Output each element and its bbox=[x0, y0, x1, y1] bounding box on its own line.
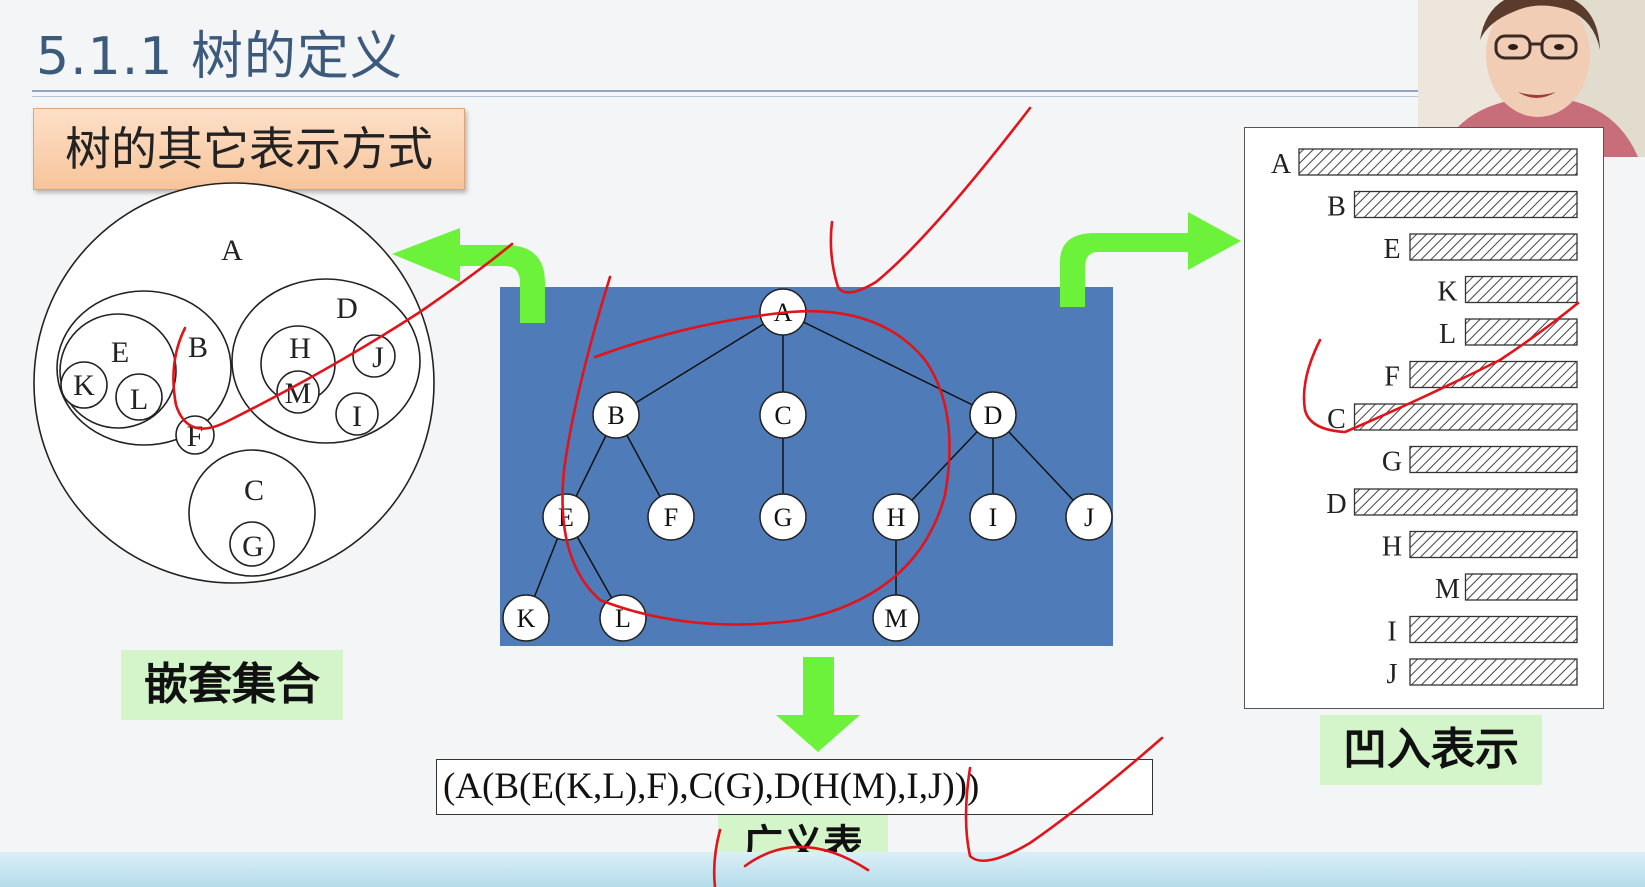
indent-bar bbox=[1409, 233, 1578, 261]
indent-label: K bbox=[1437, 277, 1457, 308]
nested-letter: M bbox=[285, 377, 312, 410]
indent-label: A bbox=[1271, 149, 1292, 180]
tree-node-label: L bbox=[615, 604, 631, 633]
nested-letter: J bbox=[372, 341, 384, 374]
indent-bar bbox=[1353, 403, 1578, 431]
tree-node-label: H bbox=[887, 503, 906, 532]
indent-label: M bbox=[1435, 574, 1460, 605]
tree-node-D bbox=[969, 391, 1017, 439]
tree-node-label: I bbox=[989, 503, 998, 532]
tree-node-label: K bbox=[517, 604, 536, 633]
section-subtitle: 树的其它表示方式 bbox=[33, 108, 465, 190]
tree-node-label: M bbox=[884, 604, 907, 633]
tree-node-J bbox=[1065, 493, 1113, 541]
set-L bbox=[115, 373, 163, 421]
indent-bar bbox=[1353, 190, 1578, 219]
indent-bar bbox=[1353, 488, 1578, 516]
nested-letter: I bbox=[352, 400, 362, 433]
set-G bbox=[229, 521, 275, 567]
tree-node-label: C bbox=[774, 401, 791, 430]
indent-label: G bbox=[1382, 447, 1402, 478]
indent-bar bbox=[1298, 148, 1578, 176]
tree-node-label: A bbox=[774, 298, 793, 327]
indent-bar bbox=[1464, 573, 1578, 601]
tree-node-K bbox=[502, 594, 550, 642]
set-C bbox=[188, 449, 316, 577]
tree-node-label: E bbox=[558, 503, 574, 532]
indent-bar bbox=[1409, 615, 1578, 644]
label-nested-sets: 嵌套集合 bbox=[121, 650, 343, 720]
indent-bar bbox=[1464, 275, 1578, 304]
tree-node-label: D bbox=[984, 401, 1003, 430]
nested-letter: K bbox=[73, 369, 95, 402]
generalized-list: (A(B(E(K,L),F),C(G),D(H(M),I,J))) bbox=[436, 759, 1153, 815]
indentation-diagram: A B E KL F C G D H M IJ bbox=[1271, 148, 1578, 690]
indent-label: B bbox=[1327, 192, 1346, 223]
indent-label: D bbox=[1326, 489, 1346, 520]
indent-label: F bbox=[1384, 362, 1400, 393]
nested-letter: C bbox=[244, 474, 264, 507]
nested-letter: F bbox=[187, 420, 204, 453]
arrow-to-indent-icon bbox=[1060, 212, 1241, 307]
indent-bar bbox=[1409, 658, 1578, 686]
nested-letter: H bbox=[289, 332, 311, 365]
indent-label: L bbox=[1439, 319, 1456, 350]
nested-letter: B bbox=[188, 331, 208, 364]
nested-letter: A bbox=[221, 234, 243, 267]
nested-letter: L bbox=[130, 383, 148, 416]
tree-node-I bbox=[969, 493, 1017, 541]
indent-bar bbox=[1409, 360, 1578, 389]
decorative-footer bbox=[0, 852, 1645, 887]
indent-bar bbox=[1409, 445, 1578, 474]
tree-node-label: F bbox=[664, 503, 678, 532]
tree-node-label: G bbox=[774, 503, 793, 532]
tree-node-label: J bbox=[1084, 503, 1094, 532]
title-divider-thin bbox=[32, 96, 1422, 97]
nested-letter: D bbox=[336, 292, 358, 325]
nested-letter: G bbox=[242, 530, 264, 563]
title-divider bbox=[32, 90, 1422, 92]
indent-label: J bbox=[1387, 659, 1398, 690]
set-K bbox=[60, 361, 108, 409]
arrow-to-list-icon bbox=[776, 657, 860, 752]
indent-label: C bbox=[1327, 404, 1346, 435]
indent-bar bbox=[1464, 318, 1578, 346]
indent-label: H bbox=[1382, 532, 1402, 563]
indent-label: E bbox=[1383, 234, 1400, 265]
label-indentation: 凹入表示 bbox=[1320, 715, 1542, 785]
tree-node-label: B bbox=[607, 401, 624, 430]
nested-letter: E bbox=[111, 336, 129, 369]
indent-bar bbox=[1409, 530, 1578, 559]
indent-label: I bbox=[1387, 617, 1396, 648]
tree-panel bbox=[500, 287, 1113, 646]
slide-title: 5.1.1 树的定义 bbox=[36, 27, 403, 87]
